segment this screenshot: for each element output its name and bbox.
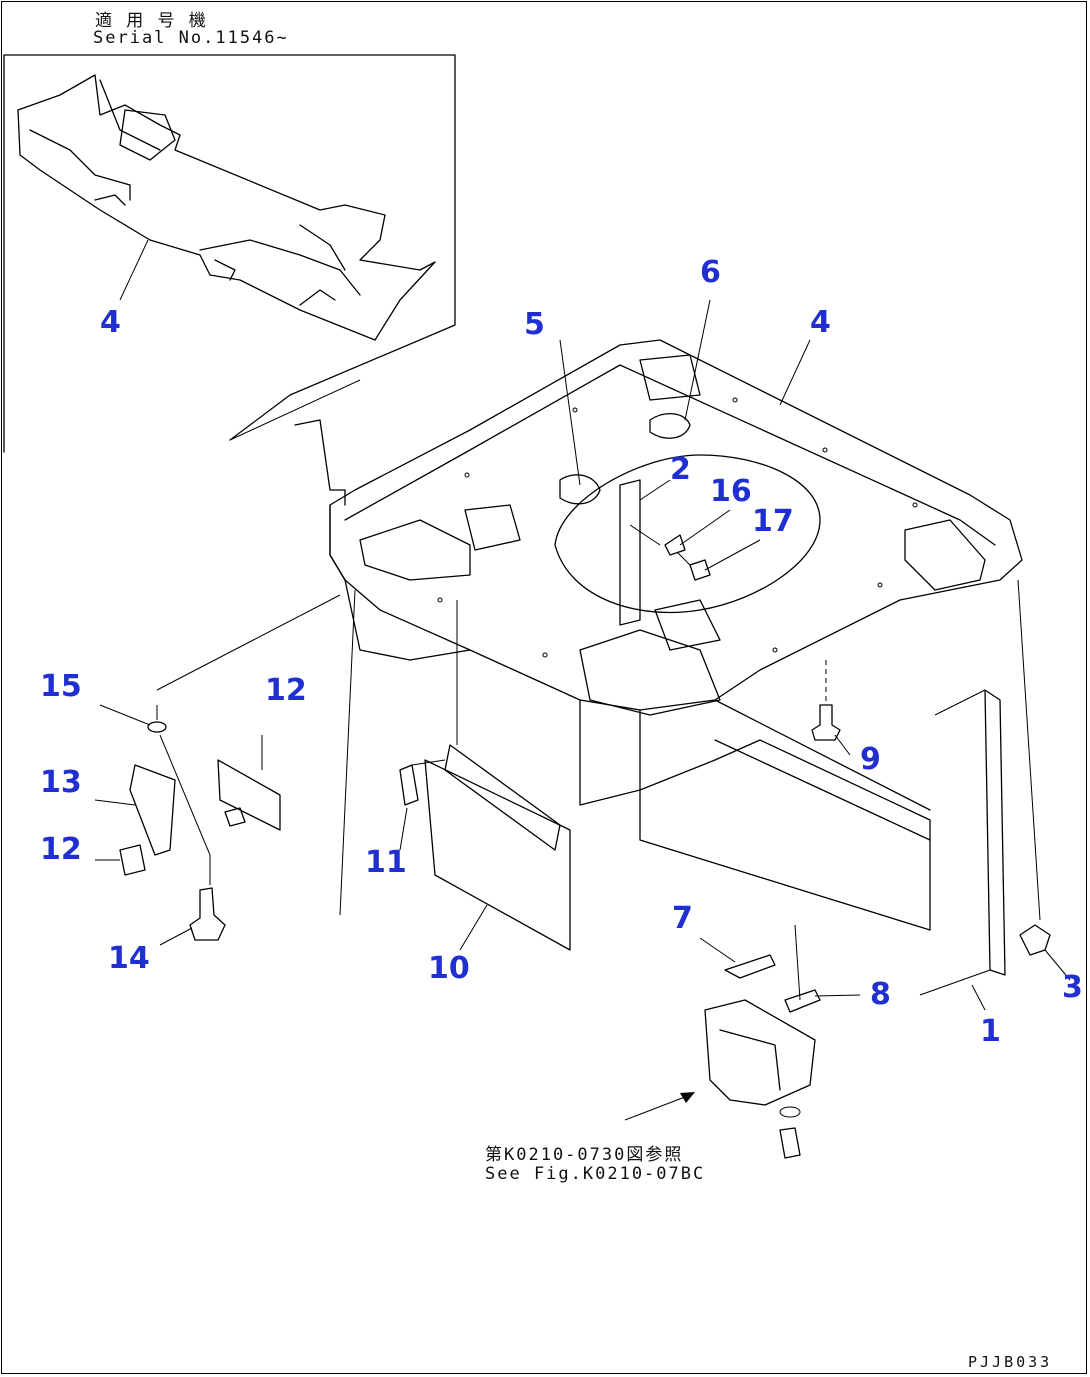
callout-14: 14 <box>108 941 150 976</box>
callout-inset-4: 4 <box>100 305 121 340</box>
callout-2: 2 <box>670 452 691 487</box>
part-11-bolt <box>399 764 419 806</box>
callout-17: 17 <box>752 504 794 539</box>
inset-view <box>3 54 456 453</box>
callout-12-clip: 12 <box>40 832 82 867</box>
callout-5: 5 <box>524 307 545 342</box>
callout-1: 1 <box>980 1014 1001 1049</box>
callout-4: 4 <box>810 305 831 340</box>
part-7-bracket <box>724 954 776 979</box>
callout-6: 6 <box>700 255 721 290</box>
part-15-washer <box>147 721 167 733</box>
callout-13: 13 <box>40 765 82 800</box>
callout-11: 11 <box>365 845 407 880</box>
reference-note-en: See Fig.K0210-07BC <box>485 1164 706 1184</box>
part-16-washer <box>664 534 686 556</box>
reference-note-jp: 第K0210-0730図参照 <box>485 1145 684 1165</box>
part-13-stay <box>129 764 176 856</box>
callout-12-cover: 12 <box>265 673 307 708</box>
part-14-bolt <box>189 887 226 941</box>
lower-bolt <box>779 1127 801 1159</box>
leader-lines <box>94 299 1071 1011</box>
part-8-bracket <box>784 989 821 1013</box>
callout-16: 16 <box>710 474 752 509</box>
callout-9: 9 <box>860 742 881 777</box>
callout-15: 15 <box>40 669 82 704</box>
part-10-plate <box>424 759 571 951</box>
part-9-bolt <box>811 704 841 741</box>
serial-header-en: Serial No.11546~ <box>93 28 289 48</box>
part-3-bolt <box>1019 924 1051 956</box>
callout-3: 3 <box>1062 970 1083 1005</box>
drawing-code: PJJB033 <box>968 1353 1053 1371</box>
main-floor-plate <box>229 339 1023 931</box>
serial-header-jp: 適 用 号 機 <box>95 11 208 31</box>
part-12-clip <box>119 844 146 876</box>
part-17-bolt <box>689 559 711 581</box>
part-1-side-plate <box>984 689 1006 976</box>
part-2-plate <box>619 479 641 626</box>
part-12-cover <box>217 759 281 831</box>
callout-10: 10 <box>428 951 470 986</box>
lower-cover <box>704 999 816 1106</box>
callout-8: 8 <box>870 977 891 1012</box>
callout-7: 7 <box>672 901 693 936</box>
